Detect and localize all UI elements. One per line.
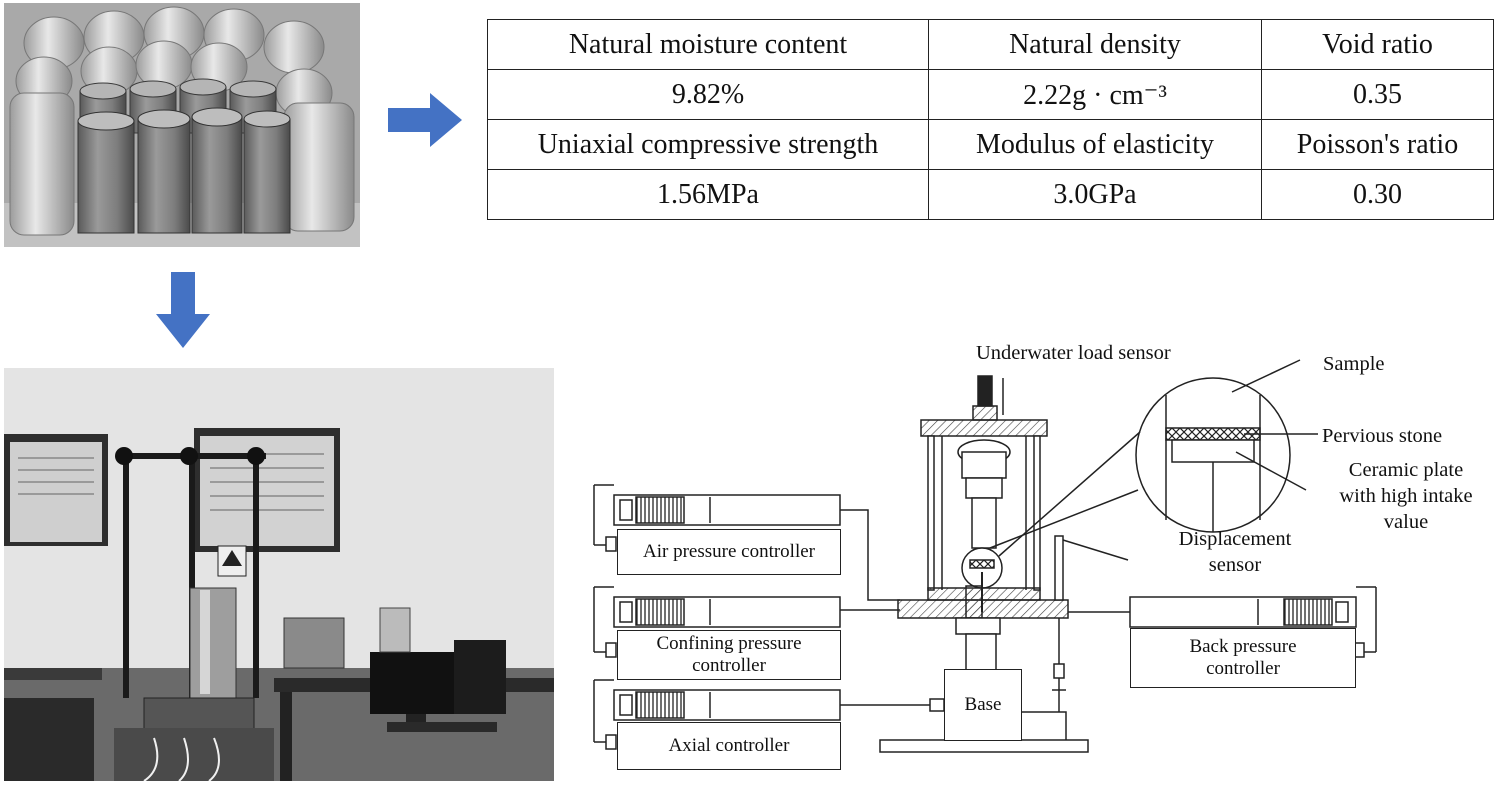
table-cell: Modulus of elasticity: [928, 119, 1262, 170]
ceramic-plate-label: Ceramic plate with high intake value: [1318, 457, 1494, 535]
table-cell: Uniaxial compressive strength: [487, 119, 929, 170]
displacement-sensor-label-line: sensor: [1208, 554, 1262, 576]
table-cell: 1.56MPa: [487, 169, 929, 220]
table-row: Uniaxial compressive strength Modulus of…: [487, 119, 1494, 170]
displacement-sensor-label-line: Displacement: [1178, 528, 1292, 550]
soil-properties-table: Natural moisture content Natural density…: [487, 19, 1494, 220]
down-arrow-icon: [156, 272, 210, 348]
sample-label: Sample: [1323, 353, 1385, 375]
base-label: Base: [964, 694, 1002, 715]
table-cell: Natural moisture content: [487, 19, 929, 70]
axial-controller-box: Axial controller: [617, 722, 841, 770]
table-cell: 0.35: [1261, 69, 1494, 120]
right-arrow-icon: [388, 93, 462, 147]
back-pressure-controller-box: Back pressure controller: [1130, 628, 1356, 688]
back-pressure-controller-label-2: controller: [1206, 658, 1280, 679]
air-pressure-controller-label: Air pressure controller: [643, 541, 815, 562]
air-pressure-controller-box: Air pressure controller: [617, 529, 841, 575]
table-row: 9.82% 2.22g · cm⁻³ 0.35: [487, 69, 1494, 120]
underwater-load-sensor-label: Underwater load sensor: [976, 342, 1171, 364]
table-cell: 9.82%: [487, 69, 929, 120]
table-cell: 2.22g · cm⁻³: [928, 69, 1262, 120]
ceramic-plate-label-line: with high intake: [1339, 485, 1473, 507]
rock-samples-photo: [4, 3, 360, 247]
base-box: Base: [944, 669, 1022, 741]
displacement-sensor-label: Displacement sensor: [1150, 526, 1320, 578]
table-cell: Natural density: [928, 19, 1262, 70]
back-pressure-controller-label-1: Back pressure: [1189, 636, 1297, 657]
table-cell: Void ratio: [1261, 19, 1494, 70]
test-apparatus-schematic: [593, 359, 1377, 753]
ceramic-plate-label-line: Ceramic plate: [1348, 459, 1464, 481]
table-cell: 0.30: [1261, 169, 1494, 220]
lab-apparatus-photo: [4, 368, 554, 781]
table-cell: Poisson's ratio: [1261, 119, 1494, 170]
confining-pressure-controller-label-1: Confining pressure: [656, 633, 802, 654]
axial-controller-label: Axial controller: [668, 735, 790, 756]
pervious-stone-label: Pervious stone: [1322, 425, 1443, 447]
ceramic-plate-label-line: value: [1383, 511, 1429, 533]
confining-pressure-controller-label-2: controller: [692, 655, 766, 676]
table-row: Natural moisture content Natural density…: [487, 19, 1494, 70]
table-row: 1.56MPa 3.0GPa 0.30: [487, 169, 1494, 220]
confining-pressure-controller-box: Confining pressure controller: [617, 630, 841, 680]
table-cell: 3.0GPa: [928, 169, 1262, 220]
